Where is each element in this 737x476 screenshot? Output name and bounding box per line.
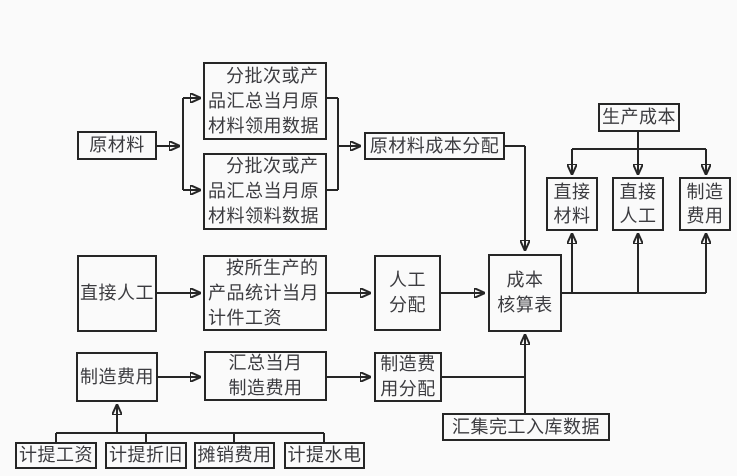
node-material-cost-allocation: 原材料成本分配 [364, 132, 505, 160]
node-accrued-wages: 计提工资 [15, 442, 97, 469]
node-direct-labor: 直接人工 [77, 255, 157, 332]
node-overhead-account: 制造 费用 [679, 177, 731, 231]
node-material-picking-data: 分批次或产 品汇总当月原 材料领料数据 [203, 153, 327, 230]
node-material-usage-data: 分批次或产 品汇总当月原 材料领用数据 [203, 62, 327, 140]
node-accrued-depreciation: 计提折旧 [105, 442, 187, 469]
node-piecework-wage-stats: 按所生产的 产品统计当月 计件工资 [203, 255, 327, 331]
node-labor-allocation: 人工 分配 [374, 255, 441, 331]
node-direct-labor-account: 直接 人工 [612, 177, 664, 231]
node-production-cost: 生产成本 [598, 103, 680, 132]
node-finished-goods-warehouse-data: 汇集完工入库数据 [442, 413, 610, 441]
node-overhead-allocation: 制造费 用分配 [374, 352, 442, 402]
node-monthly-overhead-summary: 汇总当月 制造费用 [204, 351, 327, 401]
node-direct-material-account: 直接 材料 [546, 177, 598, 231]
node-raw-material: 原材料 [77, 131, 157, 160]
node-manufacturing-overhead: 制造费用 [76, 352, 158, 402]
node-accrued-utilities: 计提水电 [284, 442, 365, 469]
node-amortized-expense: 摊销费用 [194, 442, 275, 469]
node-cost-accounting-sheet: 成本 核算表 [488, 254, 562, 332]
